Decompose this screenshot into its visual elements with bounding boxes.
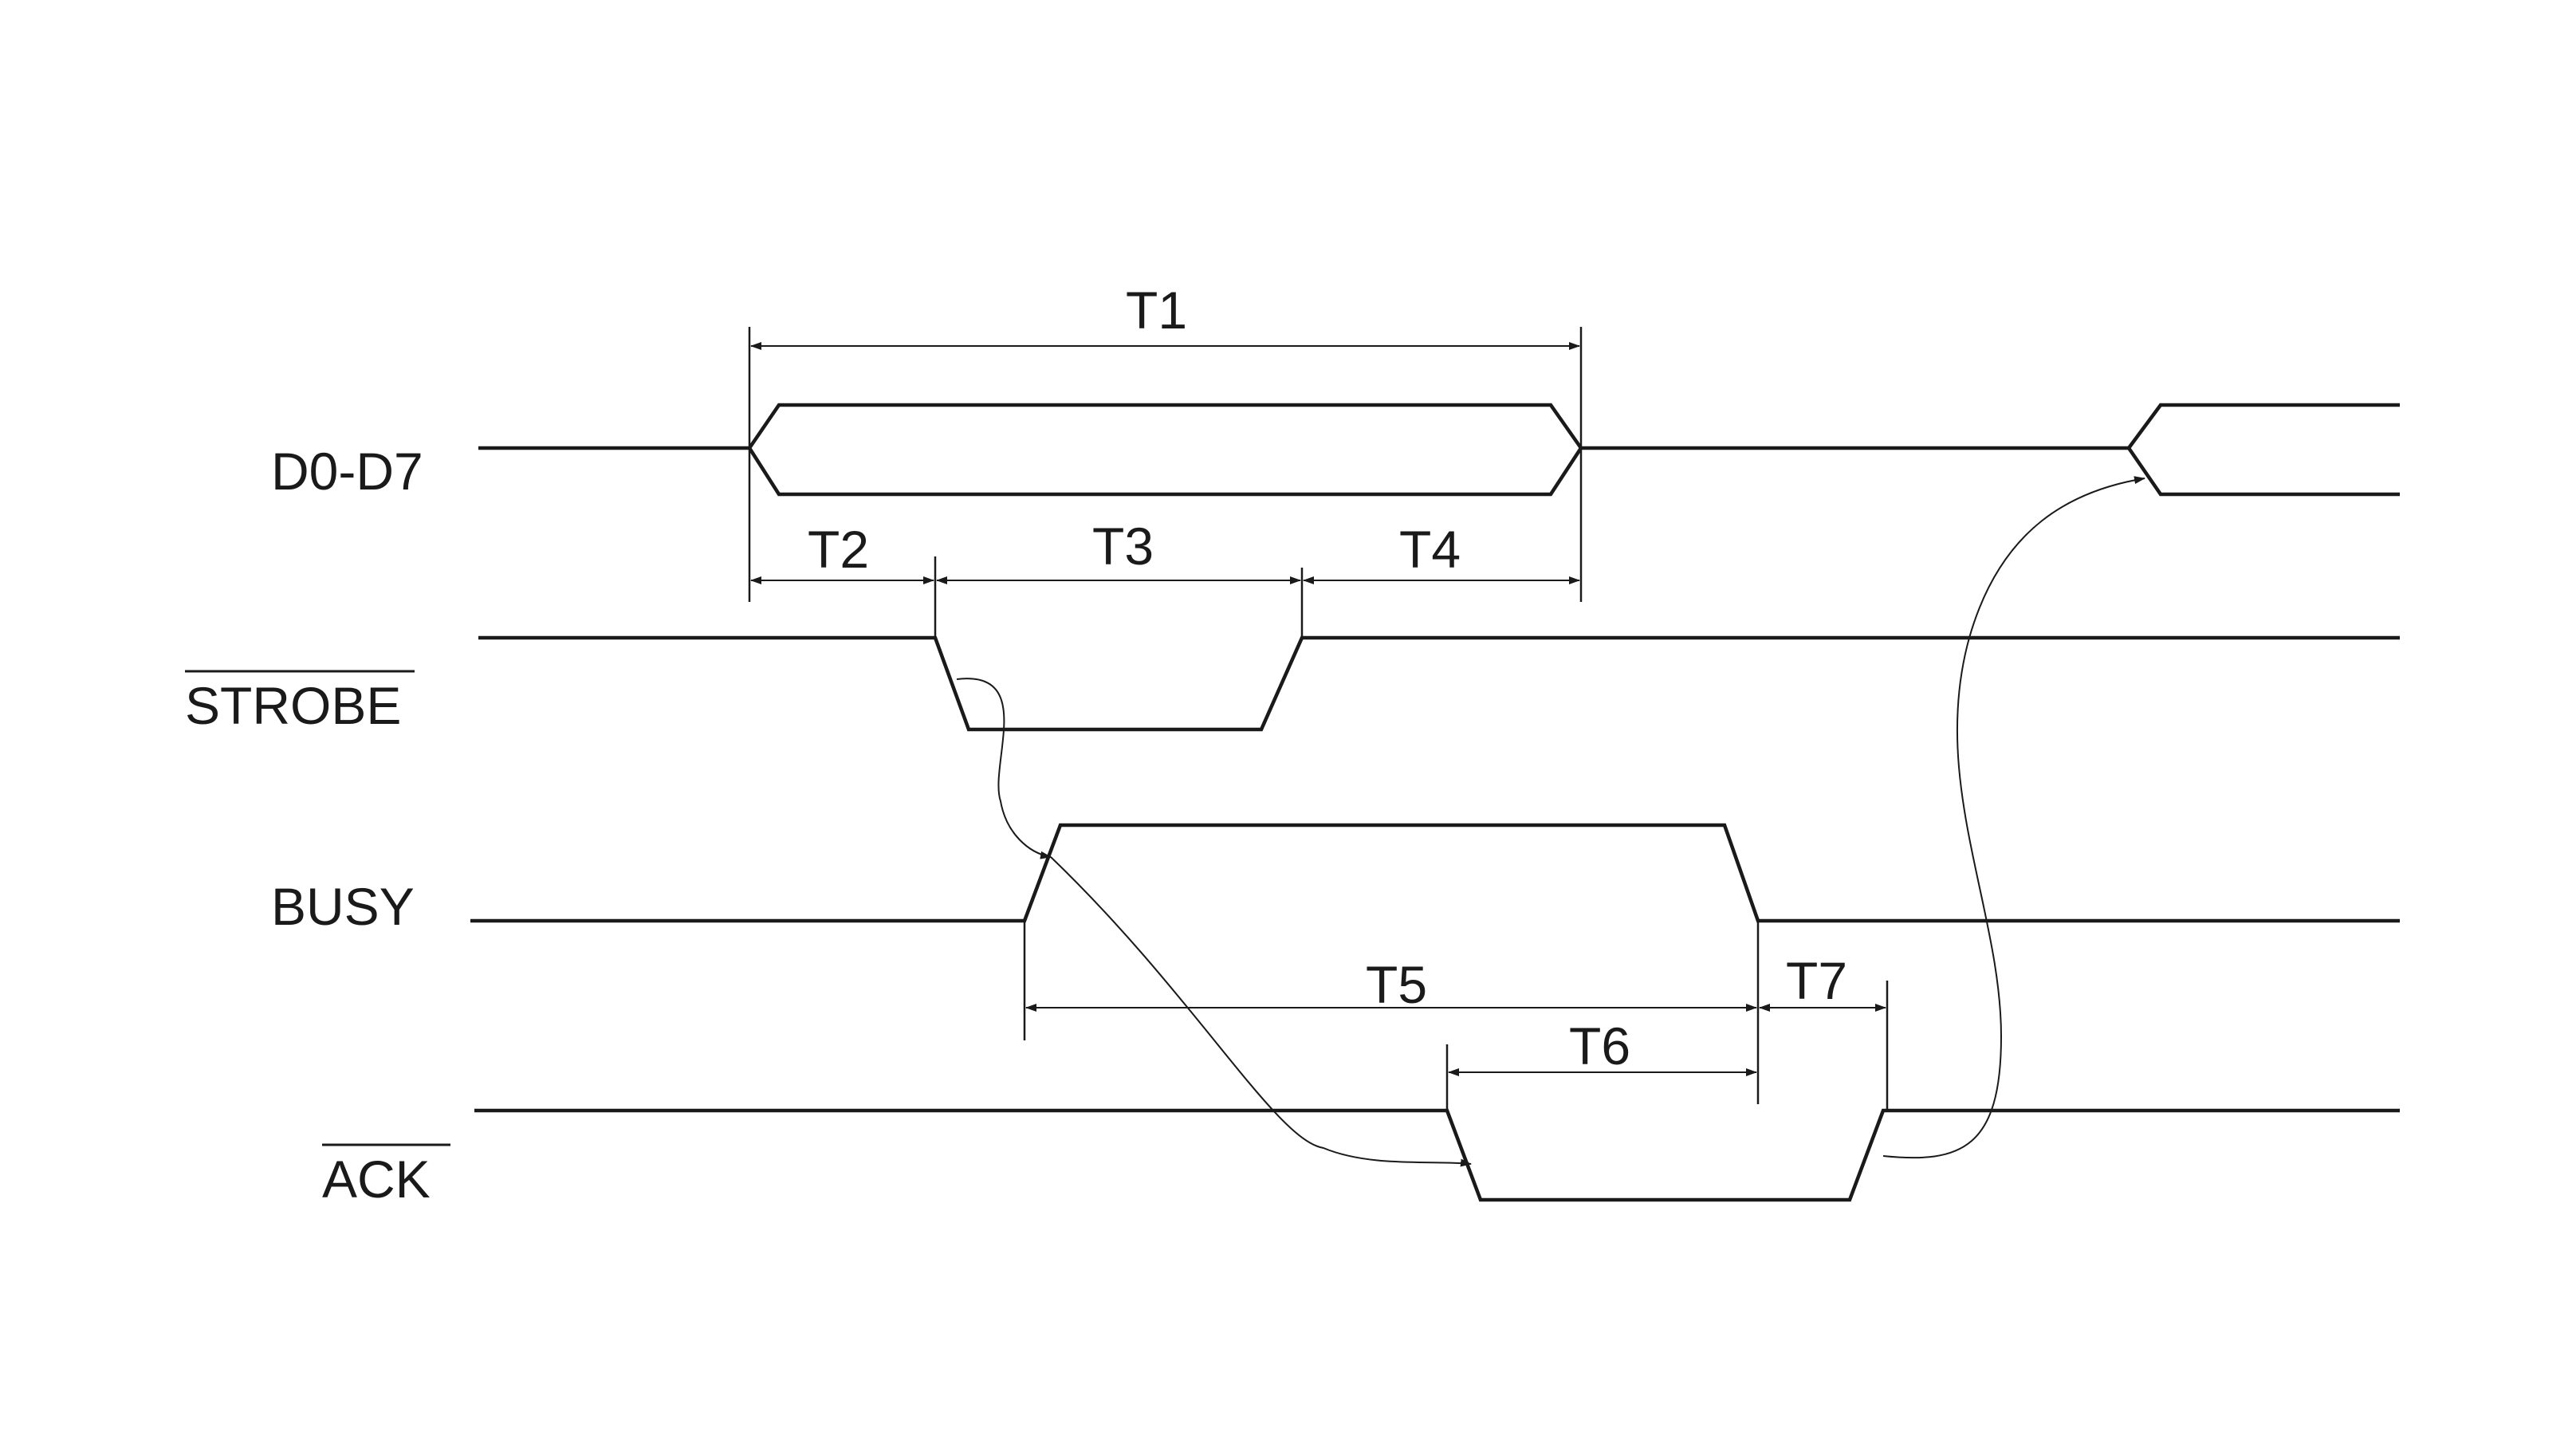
- timing-label-t1: T1: [1126, 281, 1187, 340]
- timing-label-t2: T2: [808, 520, 869, 579]
- timing-label-t7: T7: [1786, 951, 1847, 1010]
- d0-d7-waveform: [478, 403, 2400, 497]
- strobe-to-busy-causality-arrow: [956, 678, 1052, 859]
- timing-reference-ticks: [748, 327, 1889, 1111]
- ack-waveform: [474, 1108, 2400, 1202]
- timing-label-t4: T4: [1399, 520, 1461, 579]
- timing-label-t6: T6: [1569, 1016, 1630, 1075]
- busy-waveform: [470, 823, 2400, 923]
- timing-label-t3: T3: [1092, 517, 1154, 576]
- ack-to-data-causality-arrow: [1882, 476, 2145, 1159]
- signal-label-ack: ACK: [322, 1150, 431, 1209]
- signal-label-busy: BUSY: [271, 877, 415, 936]
- signal-label-d0-d7: D0-D7: [271, 442, 423, 501]
- timing-label-t5: T5: [1366, 955, 1427, 1014]
- busy-to-ack-causality-arrow: [1050, 856, 1472, 1167]
- strobe-waveform: [478, 635, 2400, 732]
- signal-label-strobe: STROBE: [185, 676, 401, 735]
